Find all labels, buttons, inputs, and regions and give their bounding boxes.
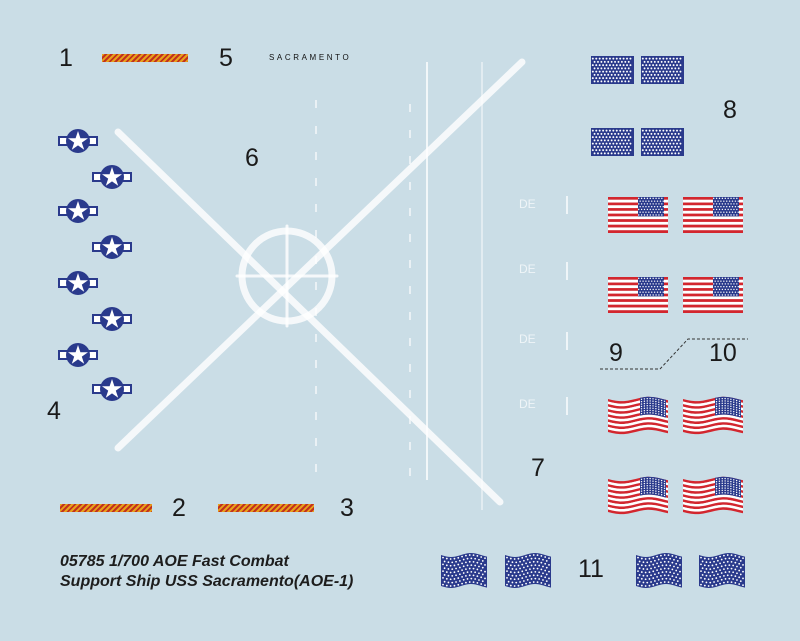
item-number-7: 7 [531, 454, 545, 482]
us-star-roundel-icon [58, 271, 98, 295]
waving-union-jack-decal [636, 552, 682, 595]
union-jack-decal [591, 128, 634, 161]
hazard-stripe-decal-2 [60, 504, 152, 512]
us-star-roundel-icon [58, 199, 98, 223]
waving-union-jack-decal [505, 552, 551, 595]
us-star-roundel-icon [92, 165, 132, 189]
us-flag-decal [608, 197, 668, 238]
us-flag-decal [683, 277, 743, 318]
item-number-10: 10 [709, 339, 737, 367]
waving-union-jack-decal [441, 552, 487, 595]
deck-dash-markings [315, 100, 411, 476]
item-number-11: 11 [578, 555, 604, 583]
deck-diagonal-line [114, 58, 526, 452]
item-number-6: 6 [245, 144, 259, 172]
hull-code-mark: DE [519, 397, 536, 411]
item-number-1: 1 [59, 44, 73, 72]
waving-us-flag-decal [608, 396, 668, 441]
hazard-stripe-decal-3 [218, 504, 314, 512]
hazard-stripe-decal-1 [102, 54, 188, 62]
decal-divider-9-10 [600, 338, 748, 370]
hull-code-marks: DE DE DE DE [519, 197, 536, 411]
us-star-roundel-icon [92, 235, 132, 259]
waving-us-flag-decal [608, 476, 668, 521]
hull-code-mark: DE [519, 262, 536, 276]
waving-union-jack-decal [699, 552, 745, 595]
item-number-4: 4 [47, 397, 61, 425]
sheet-title-line-1: 05785 1/700 AOE Fast Combat [60, 553, 289, 570]
union-jack-decal [641, 128, 684, 161]
us-flag-decal [683, 197, 743, 238]
item-number-2: 2 [172, 494, 186, 522]
us-flag-decal [608, 277, 668, 318]
union-jack-decal [591, 56, 634, 89]
item-number-5: 5 [219, 44, 233, 72]
us-star-roundel-icon [58, 129, 98, 153]
item-number-8: 8 [723, 96, 737, 124]
hull-code-mark: DE [519, 332, 536, 346]
us-star-roundel-icon [58, 343, 98, 367]
us-star-roundel-icon [92, 377, 132, 401]
item-number-3: 3 [340, 494, 354, 522]
waving-us-flag-decal [683, 476, 743, 521]
hull-code-mark: DE [519, 197, 536, 211]
union-jack-decal [641, 56, 684, 89]
waving-us-flag-decal [683, 396, 743, 441]
item-number-9: 9 [609, 339, 623, 367]
us-star-roundel-icon [92, 307, 132, 331]
sheet-title-line-2: Support Ship USS Sacramento(AOE-1) [60, 573, 354, 590]
ship-name-decal: SACRAMENTO [269, 53, 352, 62]
